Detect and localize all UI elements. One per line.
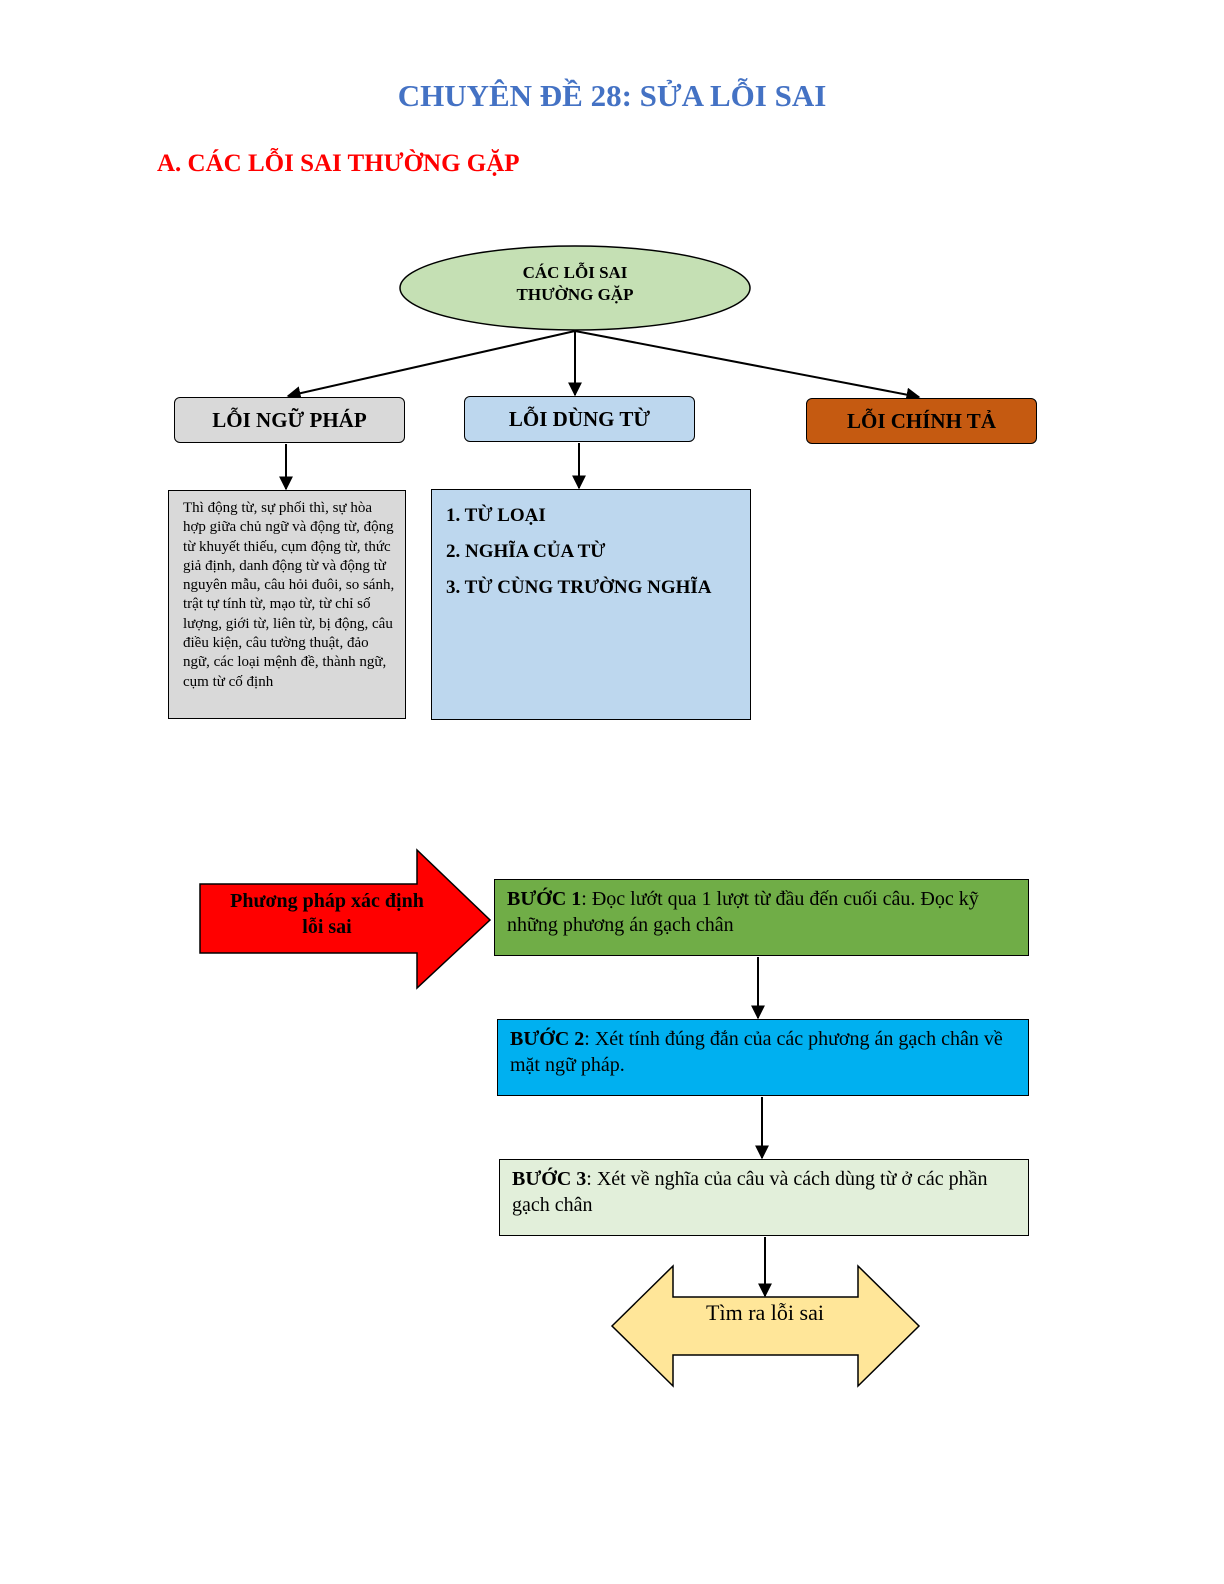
root-label: CÁC LỖI SAI THƯỜNG GẶP bbox=[470, 262, 680, 306]
step-2-box: BƯỚC 2: Xét tính đúng đắn của các phương… bbox=[497, 1019, 1029, 1096]
method-arrow-label-line1: Phương pháp xác định bbox=[230, 890, 424, 912]
spelling-error-box: LỖI CHÍNH TẢ bbox=[806, 398, 1037, 444]
step-3-box: BƯỚC 3: Xét về nghĩa của câu và cách dùn… bbox=[499, 1159, 1029, 1236]
grammar-error-box: LỖI NGỮ PHÁP bbox=[174, 397, 405, 443]
step-2-text: : Xét tính đúng đắn của các phương án gạ… bbox=[510, 1028, 1003, 1076]
word-use-detail-box: 1. TỪ LOẠI 2. NGHĨA CỦA TỪ 3. TỪ CÙNG TR… bbox=[431, 489, 751, 720]
arrow-to-spelling bbox=[574, 330, 921, 402]
step-3-label: BƯỚC 3 bbox=[512, 1168, 587, 1190]
step-1-box: BƯỚC 1: Đọc lướt qua 1 lượt từ đầu đến c… bbox=[494, 879, 1029, 956]
root-ellipse bbox=[399, 245, 751, 331]
root-label-line2: THƯỜNG GẶP bbox=[516, 285, 634, 304]
method-arrow bbox=[199, 848, 492, 990]
method-arrow-label-line2: lỗi sai bbox=[302, 916, 352, 938]
step-2-label: BƯỚC 2 bbox=[510, 1028, 585, 1050]
step-3-text: : Xét về nghĩa của câu và cách dùng từ ở… bbox=[512, 1168, 988, 1216]
word-use-error-box: LỖI DÙNG TỪ bbox=[464, 396, 695, 442]
word-use-item: 2. NGHĨA CỦA TỪ bbox=[446, 541, 606, 562]
page-title: CHUYÊN ĐỀ 28: SỬA LỖI SAI bbox=[397, 78, 827, 113]
step-1-text: : Đọc lướt qua 1 lượt từ đầu đến cuối câ… bbox=[507, 888, 979, 936]
root-label-line1: CÁC LỖI SAI bbox=[522, 263, 628, 282]
method-arrow-label: Phương pháp xác định lỗi sai bbox=[210, 888, 444, 940]
word-use-item: 1. TỪ LOẠI bbox=[446, 505, 546, 526]
grammar-detail-box: Thì động từ, sự phối thì, sự hòa hợp giữ… bbox=[168, 490, 406, 719]
step-1-label: BƯỚC 1 bbox=[507, 888, 582, 910]
section-heading: A. CÁC LỖI SAI THƯỜNG GẶP bbox=[157, 150, 520, 177]
arrow-to-grammar bbox=[286, 330, 576, 401]
word-use-item: 3. TỪ CÙNG TRƯỜNG NGHĨA bbox=[446, 577, 712, 598]
result-double-arrow bbox=[610, 1264, 921, 1388]
result-label: Tìm ra lỗi sai bbox=[706, 1300, 824, 1325]
